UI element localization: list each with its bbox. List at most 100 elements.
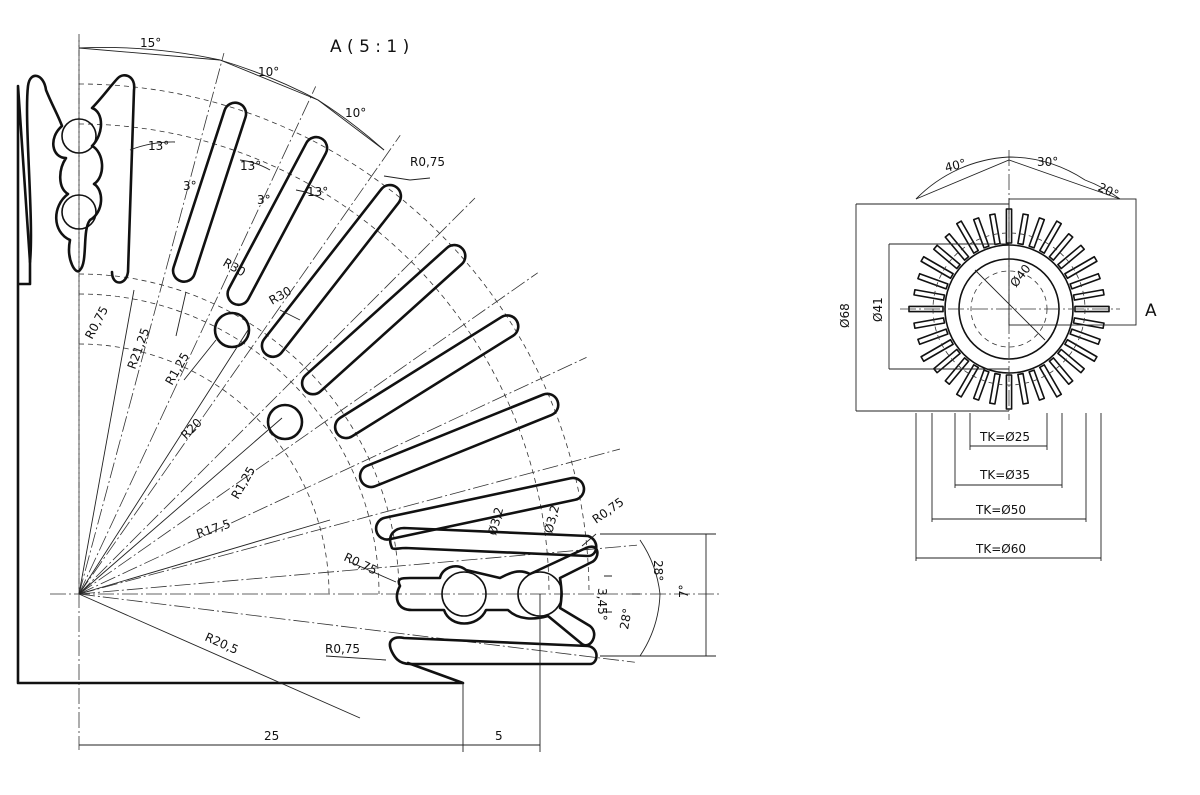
radius-label-r21-25: R21,25 — [125, 326, 153, 371]
overview-fin-18 — [913, 317, 946, 330]
radius-label-r1-25-b: R1,25 — [228, 464, 258, 501]
overview-dimension-lines — [855, 159, 1121, 561]
overview-fin-26 — [972, 217, 990, 249]
overview-fin-17 — [917, 328, 949, 346]
fin-bottom — [388, 636, 598, 666]
length-label-25: 25 — [264, 729, 279, 743]
radius-label-r0-75-a: R0,75 — [590, 495, 627, 527]
overview-fin-3 — [1069, 328, 1101, 346]
radial-construction-lines — [78, 34, 637, 663]
overview-fin-1 — [1074, 305, 1110, 313]
angle-label-3-45: 3,45° — [595, 588, 609, 621]
fin-6 — [358, 392, 560, 489]
diameter-label-3-2-b: Ø3,2 — [541, 504, 562, 535]
angle-label-7: 7° — [677, 584, 691, 598]
arc-r20 — [78, 293, 380, 595]
radius-label-r0-75-top: R0,75 — [410, 155, 445, 169]
overview-fin-7 — [1038, 364, 1063, 398]
overview-diameter-40: Ø40 — [1007, 262, 1033, 290]
base-body-outline — [16, 84, 465, 685]
radius-label-r20-5: R20,5 — [203, 630, 241, 657]
construction-arcs — [78, 83, 590, 595]
radial-line-6 — [78, 272, 538, 595]
angle-label-13-c: 13° — [307, 185, 328, 199]
radial-line-3 — [78, 86, 317, 595]
arc-r17-5 — [78, 343, 330, 595]
overview-diameter-41: Ø41 — [871, 297, 885, 322]
radius-label-r17-5: R17,5 — [195, 517, 233, 541]
overview-fin-2 — [1072, 317, 1105, 330]
arc-r30-a — [78, 123, 550, 595]
radial-line-8 — [78, 448, 621, 595]
angle-label-3-b: 3° — [257, 193, 271, 207]
overview-fin-24 — [944, 232, 970, 261]
overview-fin-33 — [1057, 244, 1086, 270]
overview-fin-32 — [1048, 232, 1074, 261]
overview-fin-21 — [917, 272, 949, 290]
fin-4 — [300, 243, 467, 396]
overview-fin-8 — [1028, 369, 1046, 401]
fin-5 — [333, 314, 520, 440]
angle-label-28-a: 28° — [651, 560, 665, 581]
fin-hole-upper — [61, 118, 97, 154]
radial-line-2 — [78, 52, 225, 595]
fin-2 — [226, 135, 329, 307]
pitch-circle-35: TK=Ø35 — [979, 468, 1030, 482]
angle-label-13-a: 13° — [148, 139, 169, 153]
overview-fin-23 — [932, 244, 961, 270]
detail-a-frame — [1008, 198, 1137, 326]
fin-set — [171, 101, 586, 541]
overview-fin-4 — [1064, 338, 1098, 363]
angle-label-10-b: 10° — [345, 106, 366, 120]
overview-fin-36 — [1072, 288, 1105, 301]
detail-title: A ( 5 : 1 ) — [330, 37, 409, 57]
radial-line-5 — [78, 197, 476, 595]
overview-angle-30: 30° — [1037, 155, 1058, 169]
radial-line-4 — [78, 135, 401, 595]
overview-diameter-68: Ø68 — [838, 303, 852, 328]
overview-fin-16 — [920, 338, 954, 363]
fin-7 — [374, 476, 586, 541]
overview-fin-9 — [1017, 372, 1030, 405]
overview-fin-25 — [955, 220, 980, 254]
overview-fin-20 — [913, 288, 946, 301]
fin-hole-lower — [61, 194, 97, 230]
overview-angle-40: 40° — [943, 156, 967, 175]
overview-view: A 40° 30° 20° Ø68 Ø41 Ø40 TK=Ø25 TK=Ø35 … — [838, 150, 1157, 561]
angle-arcs — [78, 47, 661, 657]
overview-fin-10 — [1005, 374, 1013, 410]
overview-fin-19 — [908, 305, 944, 313]
arc-r21-25 — [78, 273, 400, 595]
fin-root-bulb-2 — [266, 403, 304, 441]
angle-label-13-b: 13° — [240, 159, 261, 173]
overview-fin-30 — [1028, 217, 1046, 249]
angle-label-3-a: 3° — [183, 179, 197, 193]
fin-hole-left — [441, 571, 487, 617]
fin-horizontal-double — [395, 545, 599, 647]
pitch-circle-25: TK=Ø25 — [979, 430, 1030, 444]
overview-fin-12 — [972, 369, 990, 401]
overview-fin-13 — [955, 364, 980, 398]
detail-view-a: A ( 5 : 1 ) 15° 10° 10° 13° 13° 13° 3° 3… — [16, 34, 720, 752]
overview-fin-35 — [1069, 272, 1101, 290]
overview-fin-5 — [1057, 348, 1086, 374]
dimension-lines — [78, 47, 716, 752]
overview-fins — [908, 208, 1110, 410]
overview-fin-14 — [944, 357, 970, 386]
view-label-a: A — [1145, 301, 1157, 321]
angle-label-28-b: 28° — [617, 607, 634, 630]
fin-3 — [260, 183, 403, 359]
overview-angle-arcs — [915, 156, 1121, 200]
fin-1 — [171, 101, 248, 283]
angle-label-10-a: 10° — [258, 65, 279, 79]
overview-fin-28 — [1005, 208, 1013, 244]
fin-vertical-left — [25, 74, 136, 284]
radius-label-r0-75-left: R0,75 — [82, 304, 111, 342]
radius-label-r30-b: R30 — [267, 284, 294, 308]
overview-fin-15 — [932, 348, 961, 374]
radius-label-r0-75-c: R0,75 — [325, 642, 360, 656]
pitch-circle-50: TK=Ø50 — [975, 503, 1026, 517]
arc-r30-b — [78, 83, 590, 595]
radial-line-10 — [78, 593, 635, 663]
